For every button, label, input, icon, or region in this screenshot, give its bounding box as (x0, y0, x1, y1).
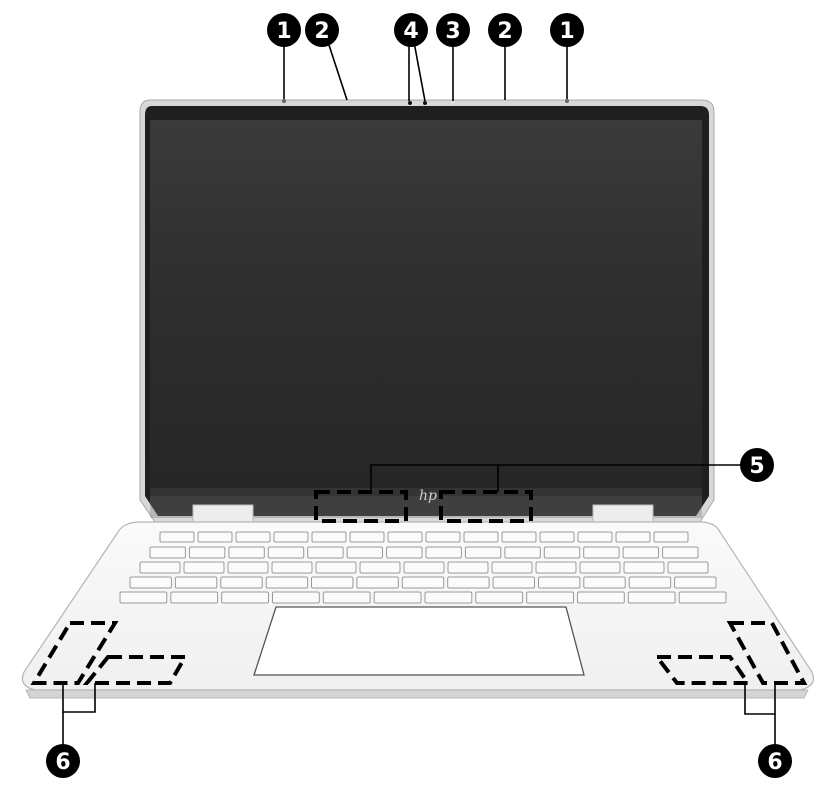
key (149, 546, 186, 559)
key (139, 561, 181, 574)
key (653, 531, 689, 543)
key (356, 576, 399, 589)
key (221, 591, 269, 604)
svg-text:2: 2 (497, 19, 512, 44)
camera-dot (451, 101, 455, 105)
callout-1-right: 1 (550, 13, 584, 47)
key (220, 576, 263, 589)
key (273, 531, 309, 543)
key (359, 561, 401, 574)
key (403, 561, 445, 574)
key (622, 546, 659, 559)
svg-text:6: 6 (55, 750, 70, 775)
keyboard-base (21, 521, 815, 699)
key (265, 576, 309, 589)
key (174, 576, 218, 589)
callout-3: 3 (436, 13, 470, 47)
key (315, 561, 357, 574)
key (129, 576, 172, 589)
key (539, 531, 575, 543)
key (183, 561, 225, 574)
key (197, 531, 233, 543)
key (577, 531, 613, 543)
svg-text:3: 3 (445, 19, 460, 44)
touchpad (253, 606, 585, 676)
key (227, 561, 269, 574)
callout-5: 5 (740, 448, 774, 482)
key (678, 591, 727, 604)
key (267, 546, 305, 559)
callout-6-regions (30, 621, 808, 685)
screen (150, 120, 702, 488)
key (425, 531, 461, 543)
callout-5-regions (314, 490, 533, 523)
key (425, 546, 462, 559)
key (387, 531, 423, 543)
callout-6-leaders (62, 683, 776, 745)
callout-2-right: 2 (488, 13, 522, 47)
key (447, 561, 489, 574)
key (501, 531, 537, 543)
key (662, 546, 699, 559)
key (579, 561, 621, 574)
key (667, 561, 709, 574)
callout-6-right: 6 (758, 744, 792, 778)
svg-text:4: 4 (403, 19, 418, 44)
key (504, 546, 541, 559)
key (159, 531, 195, 543)
key (228, 546, 265, 559)
key (535, 561, 577, 574)
mic-left-dot (282, 99, 286, 103)
key (311, 531, 347, 543)
key (583, 576, 626, 589)
key (475, 591, 524, 604)
display-lid: hp (139, 99, 715, 523)
callout-6-left: 6 (46, 744, 80, 778)
callout-4: 4 (394, 13, 428, 47)
key (322, 591, 371, 604)
key (674, 576, 717, 589)
key (623, 561, 665, 574)
key (538, 576, 581, 589)
key (271, 561, 313, 574)
callout-1-left: 1 (267, 13, 301, 47)
key (526, 591, 575, 604)
key (346, 546, 384, 559)
key (386, 546, 423, 559)
key (373, 591, 422, 604)
key (235, 531, 271, 543)
callout-2-left: 2 (305, 13, 339, 47)
key (615, 531, 651, 543)
key (583, 546, 620, 559)
key (188, 546, 226, 559)
key (627, 591, 676, 604)
key (491, 561, 533, 574)
key (424, 591, 473, 604)
svg-text:1: 1 (276, 19, 291, 44)
key (349, 531, 385, 543)
key (170, 591, 219, 604)
svg-text:5: 5 (749, 454, 764, 479)
key (577, 591, 625, 604)
keyboard-keys (119, 531, 727, 604)
key (272, 591, 320, 604)
svg-text:6: 6 (767, 750, 782, 775)
key (463, 531, 499, 543)
svg-text:1: 1 (559, 19, 574, 44)
key (311, 576, 354, 589)
hp-logo: hp (419, 488, 437, 504)
key (464, 546, 502, 559)
top-leaders (283, 41, 568, 102)
key (543, 546, 581, 559)
callout-5-leader (370, 464, 742, 492)
mic-right-dot (565, 99, 569, 103)
key (628, 576, 672, 589)
key (492, 576, 536, 589)
key (307, 546, 344, 559)
key (119, 591, 168, 604)
key (447, 576, 490, 589)
key (401, 576, 445, 589)
svg-text:2: 2 (314, 19, 329, 44)
